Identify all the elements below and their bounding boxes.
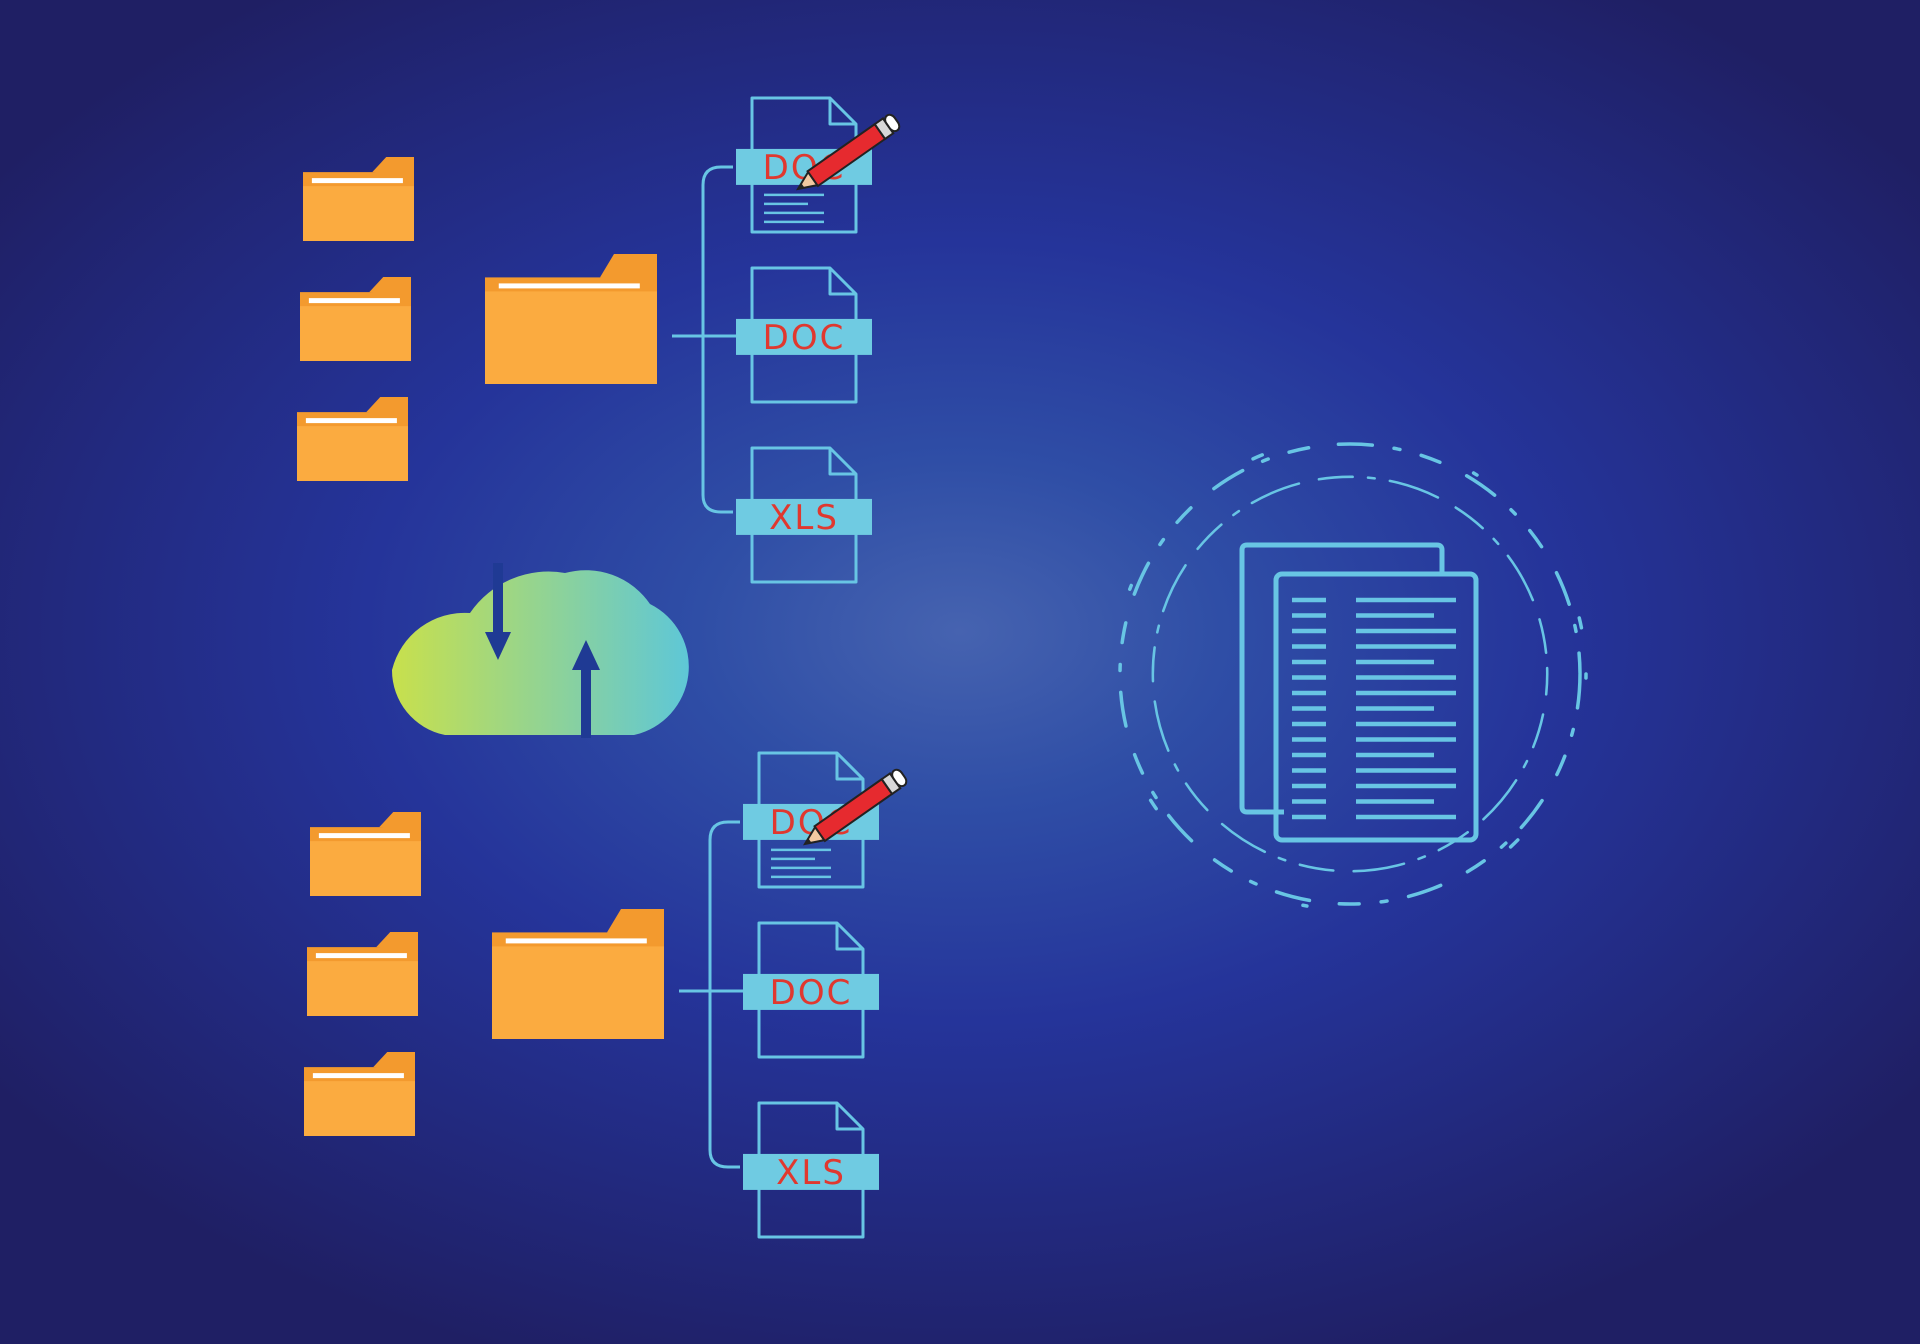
back-page: [1239, 542, 1445, 815]
outer-dot-ring: [1112, 436, 1588, 912]
folder-front: [304, 1081, 415, 1136]
download-arrow-icon: [485, 632, 511, 660]
folder-tab: [366, 397, 408, 417]
top-file-3: XLS: [736, 446, 872, 584]
top-small-folder-1: [303, 157, 414, 241]
pencil-lead: [805, 838, 812, 844]
outer-dashed-ring: [1118, 442, 1582, 906]
folder-paper: [305, 418, 397, 424]
folder-paper: [308, 298, 400, 304]
dashed-ring-icon: [1112, 436, 1588, 912]
pencil-lead: [798, 183, 805, 189]
file-type-label: XLS: [776, 1153, 846, 1193]
pencil-eraser: [891, 768, 908, 788]
top-main-folder: [485, 254, 657, 384]
document-corner-fold: [828, 98, 856, 126]
file-type-band: [736, 318, 872, 355]
document-corner-fold: [828, 448, 856, 476]
top-small-folder-2: [300, 277, 411, 361]
folder-tab: [373, 1052, 415, 1072]
folder-tab: [376, 932, 418, 952]
pencil-icon: [795, 113, 901, 191]
file-type-label: DOC: [763, 318, 846, 358]
folder-front: [297, 426, 408, 481]
folders-layer: [297, 157, 664, 1136]
folder-tab: [607, 909, 664, 937]
folder-paper: [498, 283, 640, 289]
upload-arrow-icon: [572, 640, 600, 670]
folder-paper: [312, 1073, 404, 1079]
bottom-file-3: XLS: [743, 1101, 879, 1239]
document-corner-fold: [835, 753, 863, 781]
upload-arrow-shaft: [581, 668, 591, 738]
pencil-icon: [802, 768, 908, 846]
download-arrow-shaft: [493, 563, 503, 645]
pencil-eraser: [884, 113, 901, 133]
folder-tab: [369, 277, 411, 297]
inner-dashed-ring: [1151, 475, 1549, 873]
file-type-band: [736, 498, 872, 535]
top-file-2: DOC: [736, 266, 872, 404]
document-corner-fold: [835, 1103, 863, 1131]
bottom-small-folder-2: [307, 932, 418, 1016]
folder-paper: [315, 953, 407, 959]
document-corner-fold: [828, 268, 856, 296]
file-type-label: DOC: [770, 973, 853, 1013]
bottom-small-folder-3: [304, 1052, 415, 1136]
pages-icon-group: [1239, 542, 1479, 843]
pages-stack-icon: [1239, 542, 1479, 843]
folder-front: [300, 306, 411, 361]
folder-front: [310, 841, 421, 896]
cloud-sync-icon: [391, 563, 689, 738]
top-bracket: [701, 165, 733, 514]
folder-front: [303, 186, 414, 241]
folder-front: [492, 946, 664, 1039]
cloud-shape: [391, 563, 689, 738]
bottom-small-folder-1: [310, 812, 421, 896]
bottom-file-2: DOC: [743, 921, 879, 1059]
bottom-bracket: [708, 820, 740, 1169]
front-page: [1273, 571, 1479, 843]
files-layer: DOC DOC XLS DOC DOC XLS: [736, 96, 908, 1239]
file-type-band: [743, 1153, 879, 1190]
folder-tab: [379, 812, 421, 832]
connector-lines: [672, 165, 745, 1169]
top-small-folder-3: [297, 397, 408, 481]
bottom-main-folder: [492, 909, 664, 1039]
folder-paper: [505, 938, 647, 944]
folder-front: [485, 291, 657, 384]
folder-paper: [318, 833, 410, 839]
file-type-band: [743, 973, 879, 1010]
bottom-file-1: DOC: [743, 751, 908, 889]
cloud-body: [391, 570, 689, 735]
folder-tab: [372, 157, 414, 177]
document-corner-fold: [835, 923, 863, 951]
folder-tab: [600, 254, 657, 282]
top-file-1: DOC: [736, 96, 901, 234]
file-type-label: XLS: [769, 498, 839, 538]
folder-front: [307, 961, 418, 1016]
folder-paper: [311, 178, 403, 184]
